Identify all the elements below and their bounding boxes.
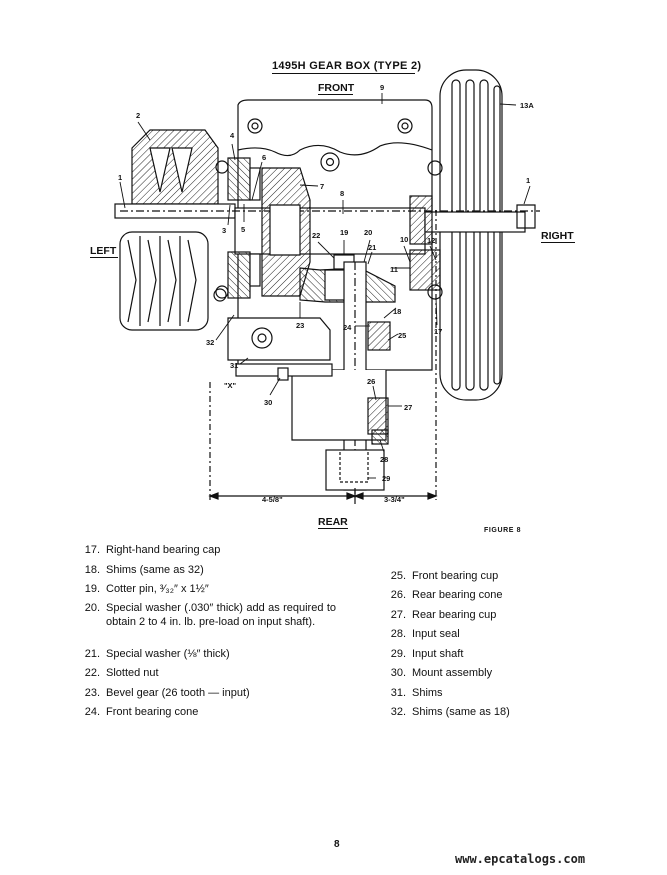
part-item: 18.Shims (same as 32): [84, 564, 204, 576]
callout-label: 30: [264, 398, 272, 407]
callout-label: 21: [368, 243, 376, 252]
part-item: 22.Slotted nut: [84, 667, 159, 679]
gearbox-diagram: 2 1 3 4 5 6 7 8 9 10 11 12 13A 17 18 19 …: [114, 69, 540, 504]
callout-label: 4: [230, 131, 235, 140]
front-underline: [318, 94, 353, 95]
part-item: 23.Bevel gear (26 tooth — input): [84, 687, 250, 699]
callout-label: 18: [393, 307, 401, 316]
callout-label: 32: [206, 338, 214, 347]
gearbox-drawing-lines: [114, 69, 540, 504]
title-underline: [272, 73, 415, 74]
callout-label: 27: [404, 403, 412, 412]
callout-label: 6: [262, 153, 266, 162]
right-underline: [541, 242, 575, 243]
callout-numbers: 2 1 3 4 5 6 7 8 9 10 11 12 13A 17 18 19 …: [118, 83, 534, 504]
view-marker: "X": [224, 381, 237, 390]
callout-label: 19: [340, 228, 348, 237]
callout-label: 22: [312, 231, 320, 240]
callout-label: 12: [427, 236, 435, 245]
rear-label: REAR: [318, 516, 348, 528]
callout-label: 26: [367, 377, 375, 386]
right-label: RIGHT: [541, 230, 574, 242]
callout-label: 1: [526, 176, 530, 185]
figure-title: 1495H GEAR BOX (TYPE 2): [272, 60, 422, 72]
part-item: 25.Front bearing cup: [390, 570, 499, 582]
callout-label: 23: [296, 321, 304, 330]
part-item: 27.Rear bearing cup: [390, 609, 497, 621]
page-number: 8: [334, 839, 340, 850]
part-item: 24.Front bearing cone: [84, 706, 199, 718]
callout-label: 3: [222, 226, 226, 235]
callout-label: 25: [398, 331, 406, 340]
part-item: 32.Shims (same as 18): [390, 706, 510, 718]
callout-label: 28: [380, 455, 388, 464]
callout-label: 11: [390, 265, 398, 274]
callout-label: 13A: [520, 101, 534, 110]
part-item: 29.Input shaft: [390, 648, 464, 660]
callout-label: 8: [340, 189, 344, 198]
callout-label: 24: [343, 323, 352, 332]
part-item: 20.Special washer (.030″ thick) add as r…: [84, 602, 336, 628]
callout-label: 10: [400, 235, 408, 244]
part-item: 21.Special washer (⅛″ thick): [84, 648, 230, 660]
part-item: 28.Input seal: [390, 628, 460, 640]
watermark-text: www.epcatalogs.com: [455, 852, 586, 866]
callout-label: 5: [241, 225, 245, 234]
part-item: 26.Rear bearing cone: [390, 589, 503, 601]
callout-label: 29: [382, 474, 390, 483]
dimension-left: 4-5/8": [262, 495, 283, 504]
left-underline: [90, 257, 118, 258]
left-label: LEFT: [90, 245, 117, 257]
callout-leader-lines: [119, 93, 531, 479]
callout-label: 31: [230, 361, 238, 370]
front-label: FRONT: [318, 82, 355, 94]
part-item: 19.Cotter pin, ³⁄₃₂″ x 1½″: [84, 583, 209, 595]
callout-label: 1: [118, 173, 122, 182]
part-item: 17.Right-hand bearing cap: [84, 544, 221, 556]
part-item: 31.Shims: [390, 687, 443, 699]
rear-underline: [318, 528, 348, 529]
callout-label: 9: [380, 83, 384, 92]
dimension-right: 3-3/4": [384, 495, 405, 504]
callout-label: 2: [136, 111, 140, 120]
callout-label: 20: [364, 228, 372, 237]
callout-label: 7: [320, 182, 324, 191]
part-item: 30.Mount assembly: [390, 667, 493, 679]
figure-number-label: FIGURE 8: [484, 527, 522, 534]
callout-label: 17: [434, 327, 442, 336]
